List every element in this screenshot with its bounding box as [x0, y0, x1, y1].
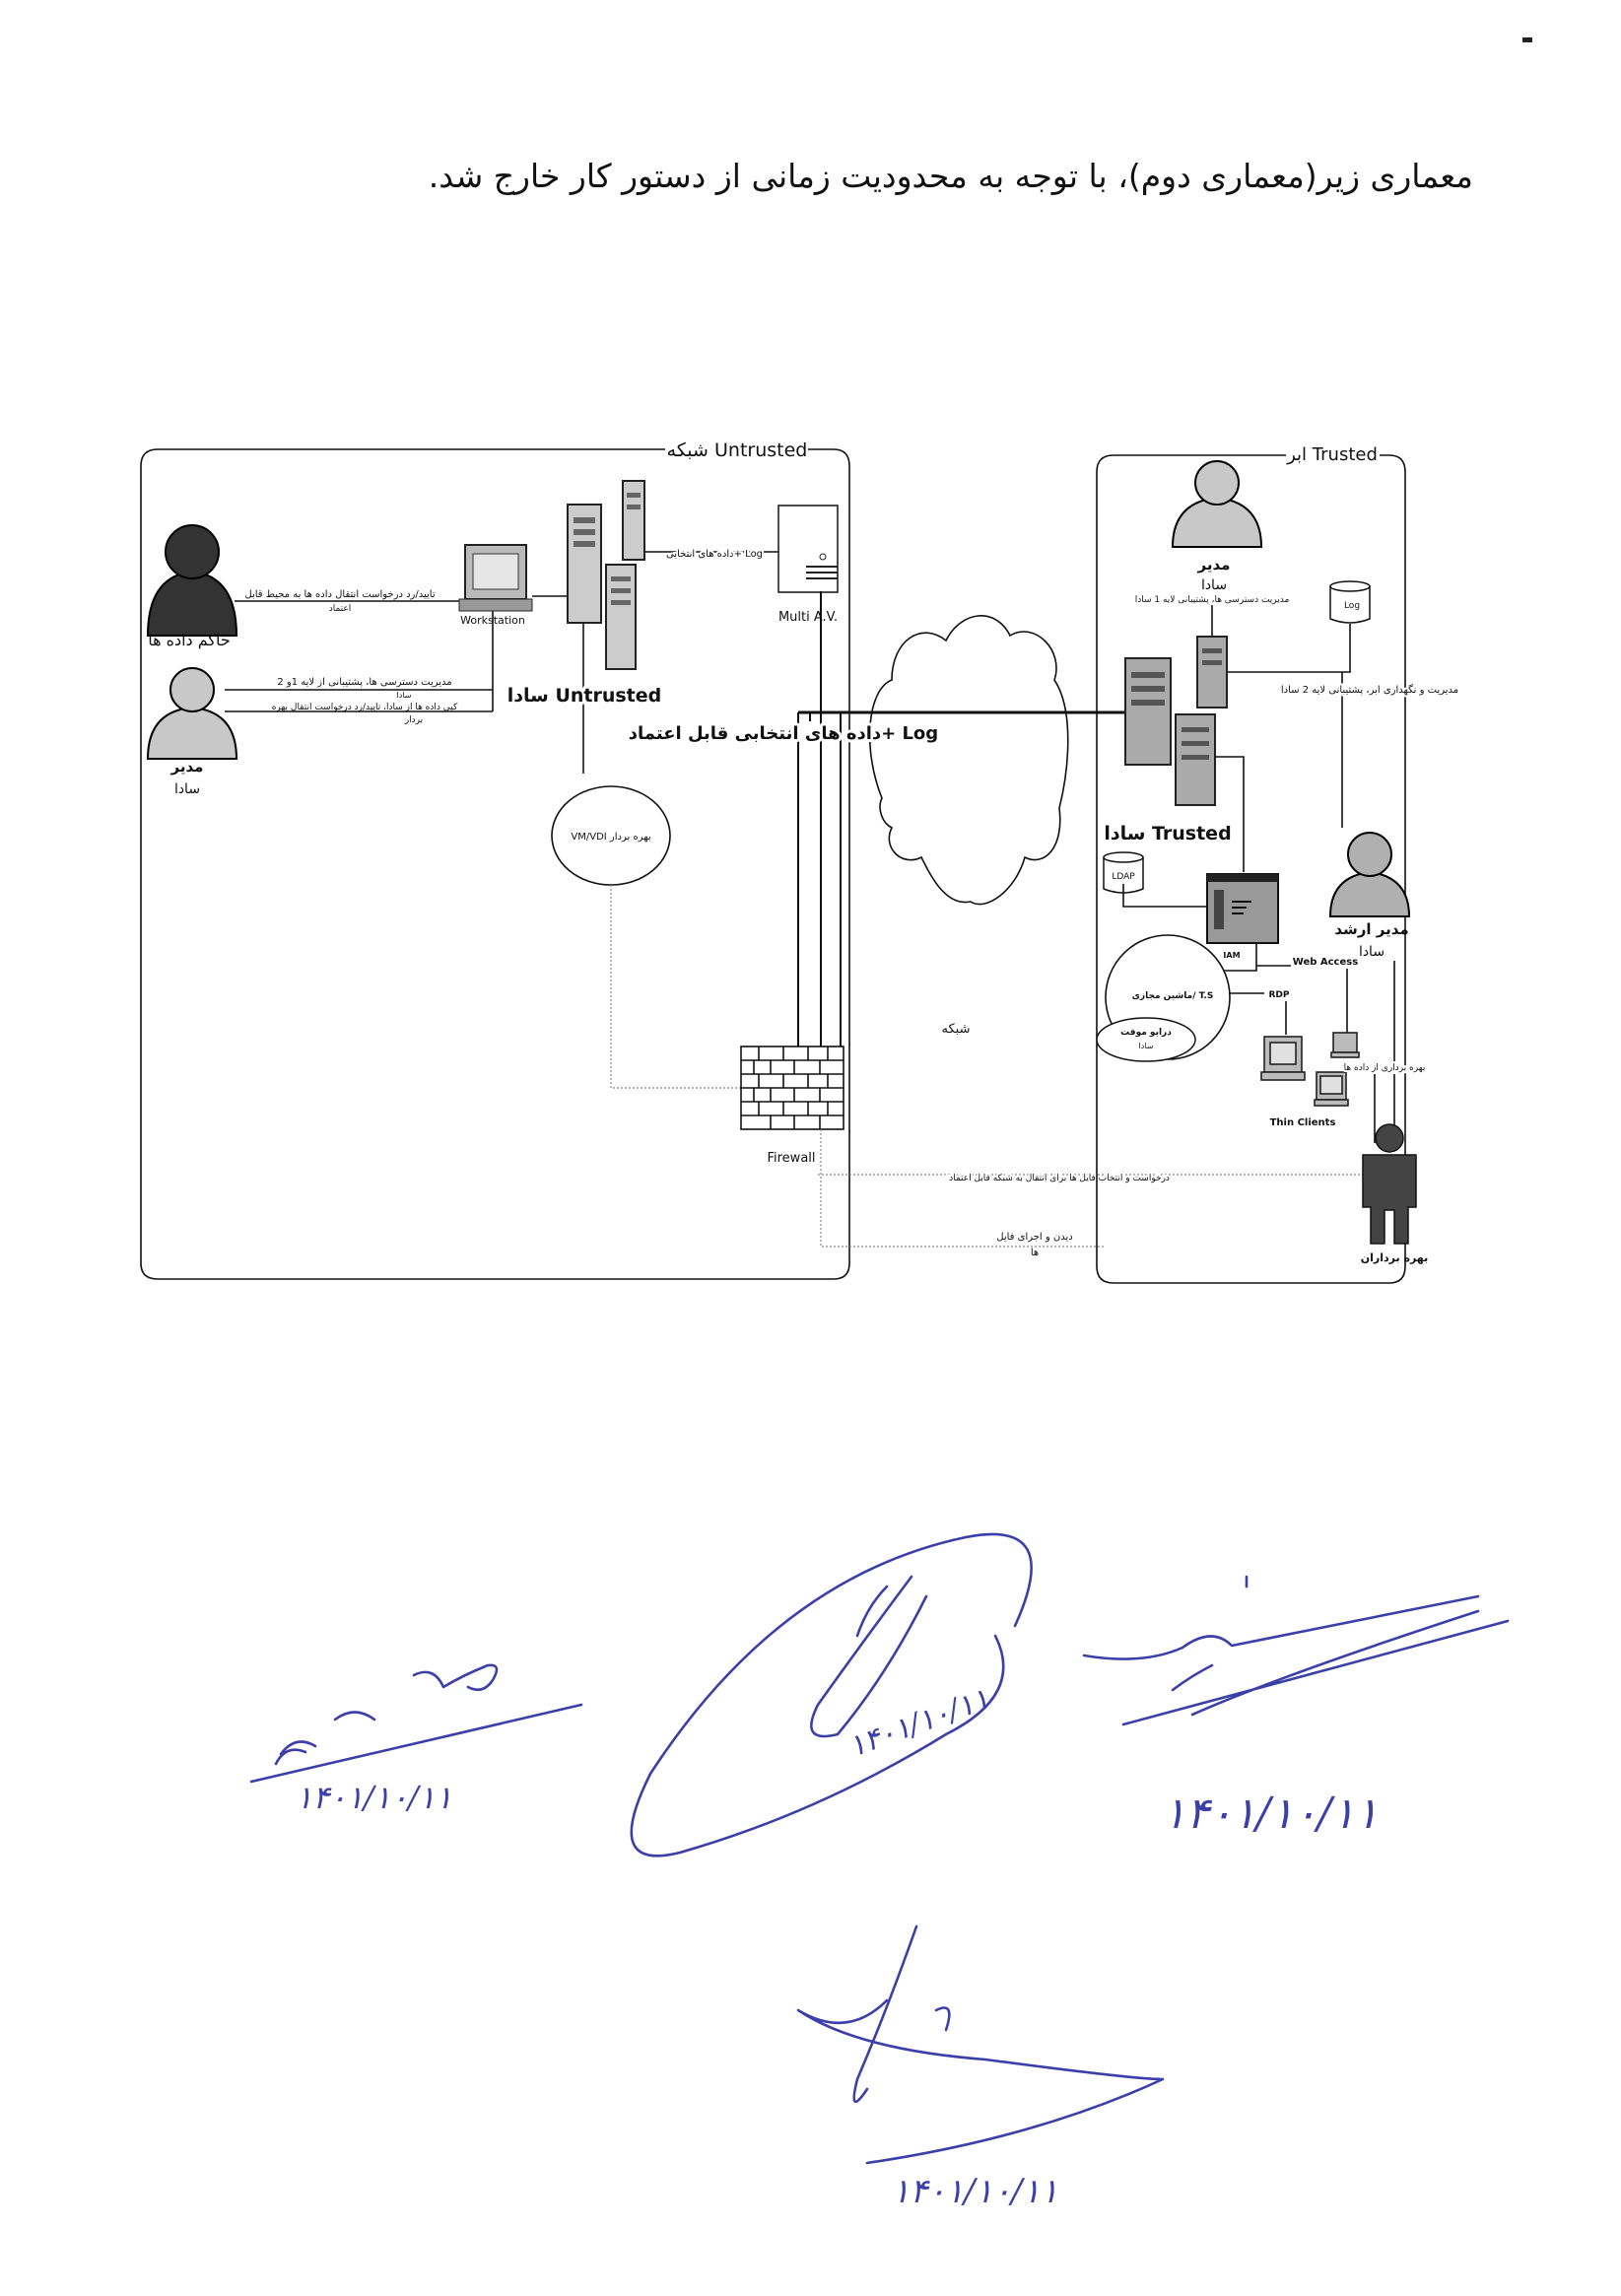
users-person-icon [1362, 1123, 1417, 1245]
thin-client-icon [1260, 1032, 1360, 1107]
admin-label: مدیر [170, 758, 204, 776]
web-access-label: Web Access [1293, 957, 1358, 968]
approve-transfer-text: تایید/رد درخواست انتقال داده ها به محیط … [244, 589, 435, 600]
signature-2: ۱۴۰۱/۱۰/۱۱ [630, 1532, 1033, 1857]
senior-admin-label: مدیر ارشد [1334, 920, 1408, 938]
multi-av-label: Multi A.V. [778, 610, 838, 625]
trusted-zone-frame [1096, 454, 1406, 1284]
thin-clients-label: Thin Clients [1270, 1117, 1336, 1128]
untrusted-zone-label: شبکه Untrusted [667, 439, 808, 461]
data-usage-text: بهره برداری از داده ها [1344, 1063, 1426, 1073]
view-run-files-text-2: ها [1031, 1248, 1039, 1258]
iam-label: IAM [1223, 951, 1240, 960]
signature-3: ۱۴۰۱/۱۰/۱۱ [1082, 1575, 1510, 1839]
trusted-zone-label: ابر Trusted [1286, 444, 1378, 465]
temp-drive-label: درایو موقت [1120, 1028, 1172, 1038]
trusted-admin-label: مدیر [1197, 556, 1231, 574]
signature-3-date: ۱۴۰۱/۱۰/۱۱ [1163, 1789, 1379, 1839]
vm-ts-label: ماشین مجازی/ T.S [1132, 991, 1214, 1001]
multi-av-server-icon [777, 505, 839, 593]
admin-access-text-2: سادا [397, 691, 412, 700]
architecture-diagram: شبکه Untrusted حاکم داده ها مدیر سادا تا… [140, 439, 1460, 1284]
temp-drive-label-2: سادا [1139, 1042, 1154, 1050]
signature-1-date: ۱۴۰۱/۱۰/۱۱ [296, 1779, 452, 1816]
trusted-server-icon [1124, 636, 1228, 806]
admin-copy-text-2: بردار [404, 715, 423, 725]
vm-vdi-label: VM/VDI بهره بردار [571, 832, 650, 843]
trusted-admin-caption: مدیریت دسترسی ها، پشتیبانی لایه 1 سادا [1135, 595, 1290, 605]
log-db-label: Log [1344, 601, 1360, 611]
trusted-admin-label-2: سادا [1201, 577, 1227, 593]
rdp-label: RDP [1269, 990, 1290, 1000]
scan-mark [1522, 37, 1532, 42]
trusted-admin-person-icon [1171, 460, 1263, 548]
trusted-data-log-label: داده های انتخابی قابل اعتماد+ Log [629, 723, 938, 744]
firewall-icon [740, 1046, 844, 1130]
ldap-label: LDAP [1112, 872, 1135, 882]
workstation-label: Workstation [460, 614, 525, 627]
data-owner-person-icon [146, 524, 238, 637]
signature-2-date: ۱۴۰۱/۱۰/۱۱ [844, 1682, 994, 1765]
senior-admin-label-2: سادا [1359, 944, 1385, 960]
untrusted-zone-frame [140, 448, 850, 1280]
admin-person-icon [146, 667, 238, 760]
temp-drive-ellipse [1096, 1017, 1196, 1062]
admin-label-2: سادا [174, 781, 200, 797]
users-label: بهره برداران [1361, 1251, 1428, 1264]
log-database-icon [1329, 580, 1371, 624]
data-owner-label: حاکم داده ها [148, 631, 231, 649]
iam-window-icon [1206, 873, 1279, 944]
view-run-files-text: دیدن و اجرای فایل [996, 1232, 1072, 1243]
ldap-database-icon [1103, 851, 1144, 894]
network-cloud-icon [868, 615, 1069, 906]
senior-admin-person-icon [1328, 832, 1411, 917]
sada-trusted-label: سادا Trusted [1104, 823, 1231, 844]
signature-4: ۱۴۰۱/۱۰/۱۱ [796, 1925, 1165, 2211]
signature-4-date: ۱۴۰۱/۱۰/۱۱ [892, 2172, 1058, 2211]
signature-1: ۱۴۰۱/۱۰/۱۱ [249, 1663, 583, 1816]
cloud-mgmt-text: مدیریت و نگهداری ابر، پشتیبانی لایه 2 سا… [1281, 684, 1458, 696]
network-label: شبکه [942, 1022, 971, 1037]
selected-data-log-label: داده های انتخابی+ Log [666, 549, 763, 560]
admin-copy-text: کپی داده ها از سادا، تایید/رد درخواست ان… [272, 703, 458, 712]
request-files-text: درخواست و انتخاب فایل ها برای انتقال به … [949, 1174, 1170, 1183]
workstation-icon [458, 544, 533, 612]
admin-access-text: مدیریت دسترسی ها، پشتیبانی از لایه 1و 2 [277, 677, 451, 688]
untrusted-server-icon [567, 480, 645, 670]
sada-untrusted-label: سادا Untrusted [507, 685, 662, 707]
firewall-label: Firewall [767, 1151, 815, 1166]
document-title: معماری زیر(معماری دوم)، با توجه به محدود… [429, 157, 1473, 196]
approve-transfer-text-2: اعتماد [329, 604, 352, 614]
